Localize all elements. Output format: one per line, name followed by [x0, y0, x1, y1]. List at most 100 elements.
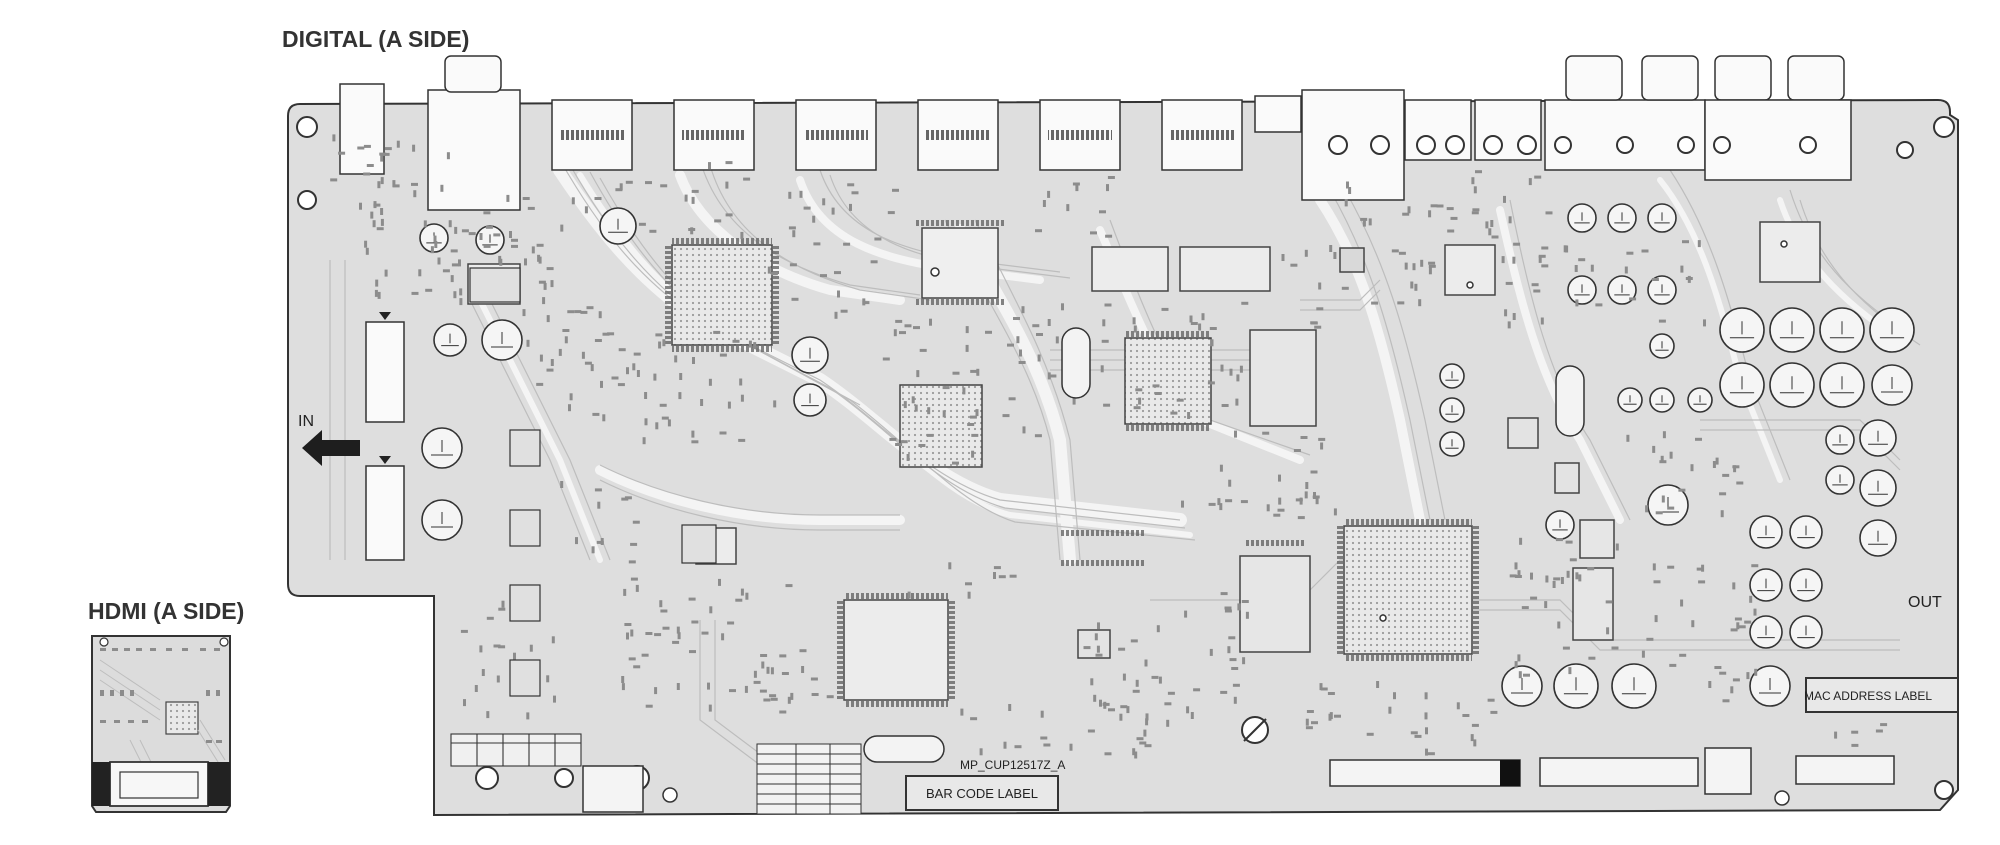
smd-part [468, 232, 476, 236]
electrolytic-capacitor [1825, 425, 1855, 455]
bottom-connector-pin1-marker [1500, 760, 1520, 786]
smd-part [377, 181, 381, 189]
smd-part [1720, 510, 1724, 518]
smd-part [370, 211, 374, 219]
smd-part [626, 367, 629, 375]
bottom-connectors [582, 747, 1895, 813]
smd-part [654, 687, 658, 695]
smd-part [1410, 281, 1414, 289]
smd-part [914, 404, 918, 412]
smd-part [624, 623, 632, 626]
smd-part [743, 177, 751, 181]
smd-part [626, 632, 629, 640]
smd-part [1754, 668, 1758, 676]
smd-part [1641, 249, 1649, 253]
electrolytic-capacitor [1545, 510, 1575, 540]
smd-part [1519, 537, 1523, 545]
smd-part [1485, 221, 1489, 229]
smd-part [667, 419, 671, 427]
smd-part [658, 341, 662, 349]
smd-part [1436, 204, 1444, 208]
smd-part [538, 280, 546, 284]
smd-part [1278, 497, 1282, 505]
smd-part [654, 633, 662, 637]
electrolytic-capacitor [1871, 364, 1913, 406]
smd-part [1490, 220, 1494, 227]
smd-part [598, 311, 602, 319]
smd-part [1151, 675, 1159, 679]
smd-part [1732, 582, 1736, 590]
smd-part [1040, 710, 1044, 718]
smd-part [725, 181, 729, 189]
smd-part [506, 194, 510, 202]
smd-part [1734, 617, 1742, 621]
smd-part [1733, 465, 1737, 473]
smd-part [1189, 315, 1193, 323]
smd-part [684, 194, 688, 202]
smd-part [1578, 258, 1586, 262]
smd-part [1136, 737, 1144, 741]
smd-part [546, 368, 554, 372]
smd-part [459, 288, 463, 296]
smd-part [770, 697, 778, 701]
electrolytic-capacitor [433, 323, 467, 357]
smd-part [364, 240, 368, 248]
smd-part [1281, 254, 1285, 261]
smd-part [460, 629, 468, 633]
smd-part [969, 415, 977, 419]
ic-pin-rows [665, 220, 1479, 707]
smd-part [1530, 596, 1538, 600]
smd-part [594, 339, 602, 342]
smd-part [1744, 620, 1752, 624]
smd-part [1105, 234, 1113, 238]
smd-part [916, 370, 920, 378]
smd-part [1360, 217, 1368, 221]
smd-part [769, 694, 777, 698]
smd-part [1138, 397, 1142, 405]
smd-part [1097, 622, 1100, 630]
smd-part [744, 685, 748, 693]
smd-part [485, 225, 493, 229]
smd-part [767, 266, 771, 274]
smd-part [1130, 639, 1138, 643]
smd-part [580, 310, 588, 314]
smd-part [840, 309, 848, 313]
smd-part [1217, 498, 1221, 506]
smd-part [1224, 606, 1232, 610]
smd-part [1682, 240, 1689, 244]
smd-part [1235, 398, 1239, 406]
smd-part [649, 229, 657, 233]
smd-part [831, 207, 835, 215]
smd-part [635, 584, 639, 592]
smd-part [1736, 481, 1744, 485]
smd-part [1575, 299, 1579, 307]
smd-part [380, 177, 384, 185]
smd-part [740, 394, 744, 402]
smd-part [382, 152, 390, 156]
smd-part [874, 237, 882, 241]
smd-part [971, 433, 979, 437]
smd-part [674, 355, 678, 363]
smd-part [461, 229, 469, 233]
smd-part [753, 670, 757, 678]
smd-part [1210, 339, 1214, 347]
smd-part [993, 566, 1001, 570]
lead-free-mark-icon [1241, 716, 1269, 744]
smd-part [904, 324, 912, 328]
smd-part [700, 399, 704, 406]
smd-part [1587, 567, 1595, 571]
smd-part [799, 190, 803, 198]
smd-part [1562, 646, 1570, 650]
smd-part [1578, 574, 1582, 582]
smd-part [1240, 500, 1248, 504]
smd-part [1568, 667, 1572, 675]
bar-code-label-text: BAR CODE LABEL [926, 786, 1038, 801]
smd-part [1320, 442, 1324, 450]
smd-part [1541, 246, 1549, 250]
smd-part [1746, 672, 1750, 680]
smd-part [1652, 445, 1656, 453]
smd-part [1220, 592, 1228, 596]
smd-part [448, 220, 452, 228]
smd-part [437, 257, 441, 265]
smd-part [641, 653, 649, 657]
